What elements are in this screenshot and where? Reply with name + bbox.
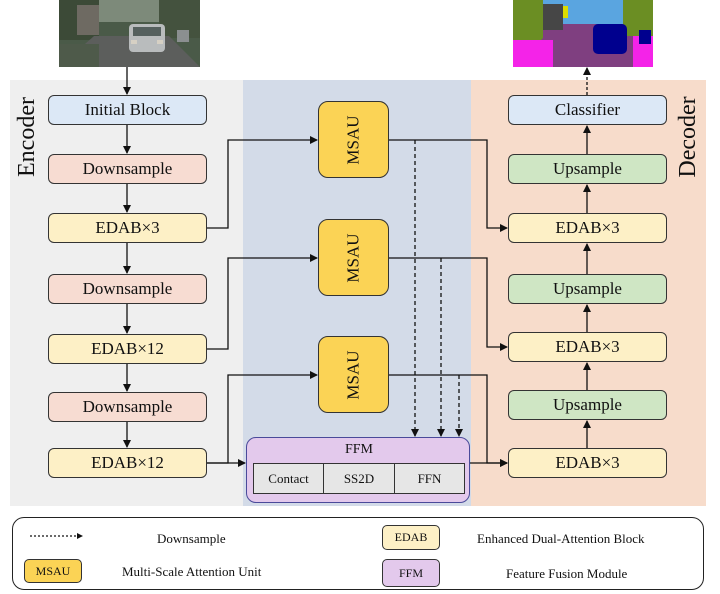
encoder-edab-2: EDAB×12 (48, 334, 207, 364)
encoder-edab-1: EDAB×3 (48, 213, 207, 243)
encoder-downsample-1: Downsample (48, 154, 207, 184)
msau-2: MSAU (318, 219, 389, 296)
decoder-edab-2: EDAB×3 (508, 332, 667, 362)
segmentation-output (513, 0, 653, 67)
classifier-block: Classifier (508, 95, 667, 125)
input-image (59, 0, 200, 67)
encoder-downsample-2: Downsample (48, 274, 207, 304)
ffm-block: FFM Contact SS2D FFN (246, 437, 470, 503)
initial-block: Initial Block (48, 95, 207, 125)
legend-msau-text: Multi-Scale Attention Unit (122, 564, 262, 579)
decoder-upsample-1: Upsample (508, 154, 667, 184)
legend-downsample-text: Downsample (157, 531, 226, 546)
ffm-cell-contact: Contact (253, 463, 324, 494)
encoder-edab-3: EDAB×12 (48, 448, 207, 478)
decoder-upsample-2: Upsample (508, 274, 667, 304)
legend-msau-swatch: MSAU (24, 559, 82, 583)
legend-ffm-swatch: FFM (382, 559, 440, 587)
ffm-cell-ffn: FFN (394, 463, 465, 494)
legend-ffm-text: Feature Fusion Module (506, 566, 628, 581)
msau-1: MSAU (318, 101, 389, 178)
legend-edab-swatch: EDAB (382, 525, 440, 550)
decoder-edab-3: EDAB×3 (508, 448, 667, 478)
decoder-upsample-3: Upsample (508, 390, 667, 420)
legend (12, 517, 704, 590)
legend-edab-text: Enhanced Dual-Attention Block (477, 531, 645, 546)
decoder-edab-1: EDAB×3 (508, 213, 667, 243)
ffm-title: FFM (344, 442, 374, 457)
msau-3: MSAU (318, 336, 389, 413)
encoder-downsample-3: Downsample (48, 392, 207, 422)
